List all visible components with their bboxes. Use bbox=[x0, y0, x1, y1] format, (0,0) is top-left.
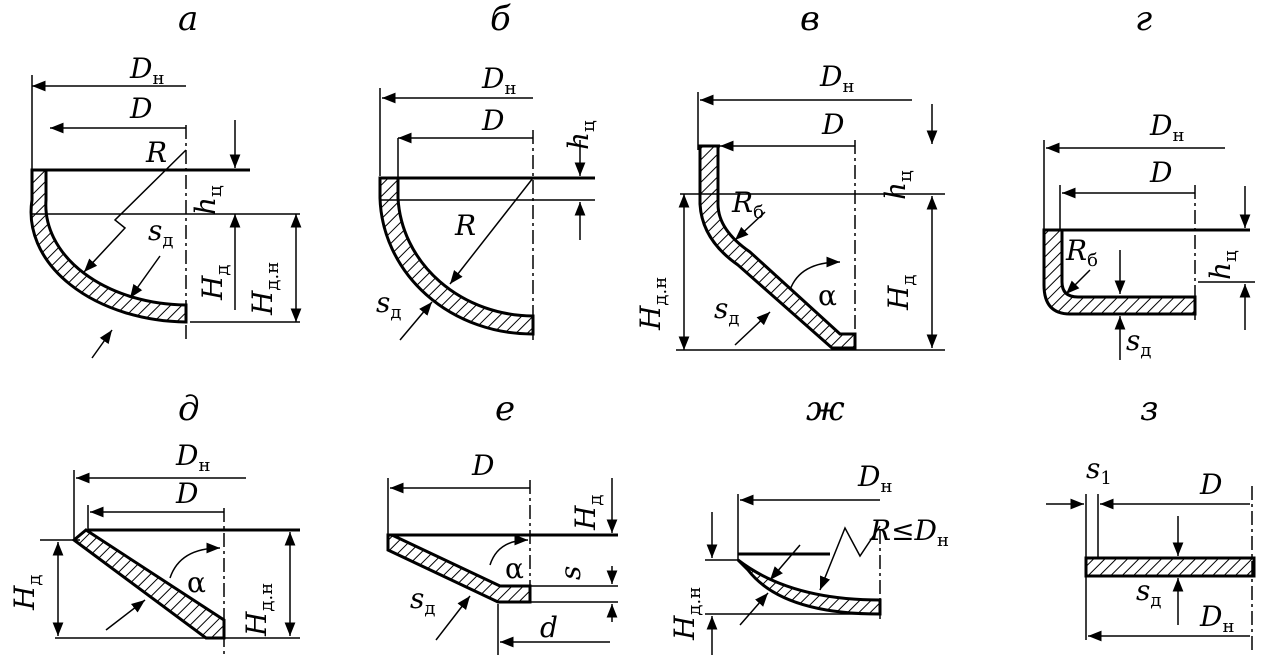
panel-a-dn-label: Dн bbox=[129, 52, 164, 89]
panel-v-title: в bbox=[800, 0, 820, 39]
panel-b-r-label: R bbox=[454, 209, 476, 242]
panel-b-sd-label: sд bbox=[376, 286, 401, 323]
panel-b-head-wall bbox=[378, 176, 535, 336]
panel-a-hd-label: Hд bbox=[196, 264, 233, 301]
panel-v-hd-label: Hд bbox=[882, 274, 919, 311]
panel-d-title: д bbox=[178, 389, 200, 429]
panel-e-d-label: D bbox=[471, 449, 494, 482]
panel-a-r-label: R bbox=[145, 136, 167, 169]
panel-zh-hdn-label: Hд.н bbox=[668, 587, 705, 641]
panel-v-hc-label: hц bbox=[879, 170, 916, 200]
panel-a: а Dн D R sд hц Hд Hд.н bbox=[29, 0, 302, 359]
panel-d-head-wall bbox=[71, 528, 226, 640]
panel-g-dn-label: Dн bbox=[1149, 109, 1184, 146]
panel-e-head-wall bbox=[386, 533, 532, 604]
panel-g-head-wall bbox=[1042, 228, 1197, 316]
panel-zh-r-label: R≤Dн bbox=[869, 514, 949, 551]
panel-d-hd-label: Hд bbox=[8, 574, 45, 611]
panel-b-hc-label: hц bbox=[562, 120, 599, 150]
panel-v-sd-label: sд bbox=[714, 292, 739, 329]
panel-d: д Dн D Hд Hд.н α bbox=[8, 389, 300, 655]
panel-v: в Dн D Rб Hд.н hц Hд α sд bbox=[634, 0, 945, 351]
panel-g-d-label: D bbox=[1149, 156, 1172, 189]
panel-zh-dn-label: Dн bbox=[857, 460, 892, 497]
panel-e: е D d Hд s α sд bbox=[386, 389, 618, 655]
panel-e-dd-label: d bbox=[540, 611, 558, 644]
panel-z-sd-label: sд bbox=[1136, 574, 1161, 611]
panel-b: б Dн D R hц sд bbox=[376, 0, 599, 341]
panel-v-d-label: D bbox=[821, 108, 844, 141]
panel-v-hdn-label: Hд.н bbox=[634, 277, 671, 331]
panel-v-dn-label: Dн bbox=[819, 60, 854, 97]
panel-g-title: г bbox=[1135, 0, 1152, 39]
panel-a-sd-label: sд bbox=[148, 214, 173, 251]
panel-z: з s1 D sд Dн bbox=[1046, 389, 1256, 650]
panel-z-title: з bbox=[1140, 389, 1159, 429]
panel-zh-title: ж bbox=[806, 389, 845, 429]
panel-zh: ж Dн R≤Dн Hд.н bbox=[668, 389, 949, 655]
panel-d-d-label: D bbox=[175, 477, 198, 510]
panel-a-hc-label: hц bbox=[189, 185, 226, 215]
panel-g-sd-label: sд bbox=[1126, 324, 1151, 361]
panel-e-hd-label: Hд bbox=[569, 494, 606, 531]
panel-v-alpha-label: α bbox=[818, 279, 837, 312]
panel-e-sd-label: sд bbox=[410, 582, 435, 619]
panel-b-title: б bbox=[490, 0, 511, 39]
panel-d-alpha-label: α bbox=[187, 566, 206, 599]
panel-v-head-wall bbox=[698, 144, 857, 350]
panel-v-rb-label: Rб bbox=[731, 186, 764, 223]
panel-z-d-label: D bbox=[1199, 468, 1222, 501]
panel-a-d-label: D bbox=[129, 92, 152, 125]
panel-g: г Dн D Rб sд hц bbox=[1042, 0, 1255, 361]
panel-e-alpha-label: α bbox=[505, 552, 524, 585]
panel-a-head-wall bbox=[29, 168, 188, 324]
panel-z-dn-label: Dн bbox=[1199, 600, 1234, 637]
panel-z-s1-label: s1 bbox=[1086, 452, 1112, 489]
panel-zh-head-wall bbox=[736, 558, 882, 616]
panel-d-dn-label: Dн bbox=[175, 439, 210, 476]
panel-e-title: е bbox=[495, 389, 515, 429]
panel-z-head-wall bbox=[1084, 556, 1256, 578]
panel-b-dn-label: Dн bbox=[481, 62, 516, 99]
panel-a-title: а bbox=[178, 0, 198, 39]
panel-d-hdn-label: Hд.н bbox=[240, 583, 277, 637]
panel-g-hc-label: hц bbox=[1204, 250, 1241, 280]
panel-a-hdn-label: Hд.н bbox=[246, 262, 283, 316]
panel-e-s-label: s bbox=[554, 566, 587, 580]
panel-b-d-label: D bbox=[481, 104, 504, 137]
panel-g-rb-label: Rб bbox=[1065, 234, 1098, 271]
